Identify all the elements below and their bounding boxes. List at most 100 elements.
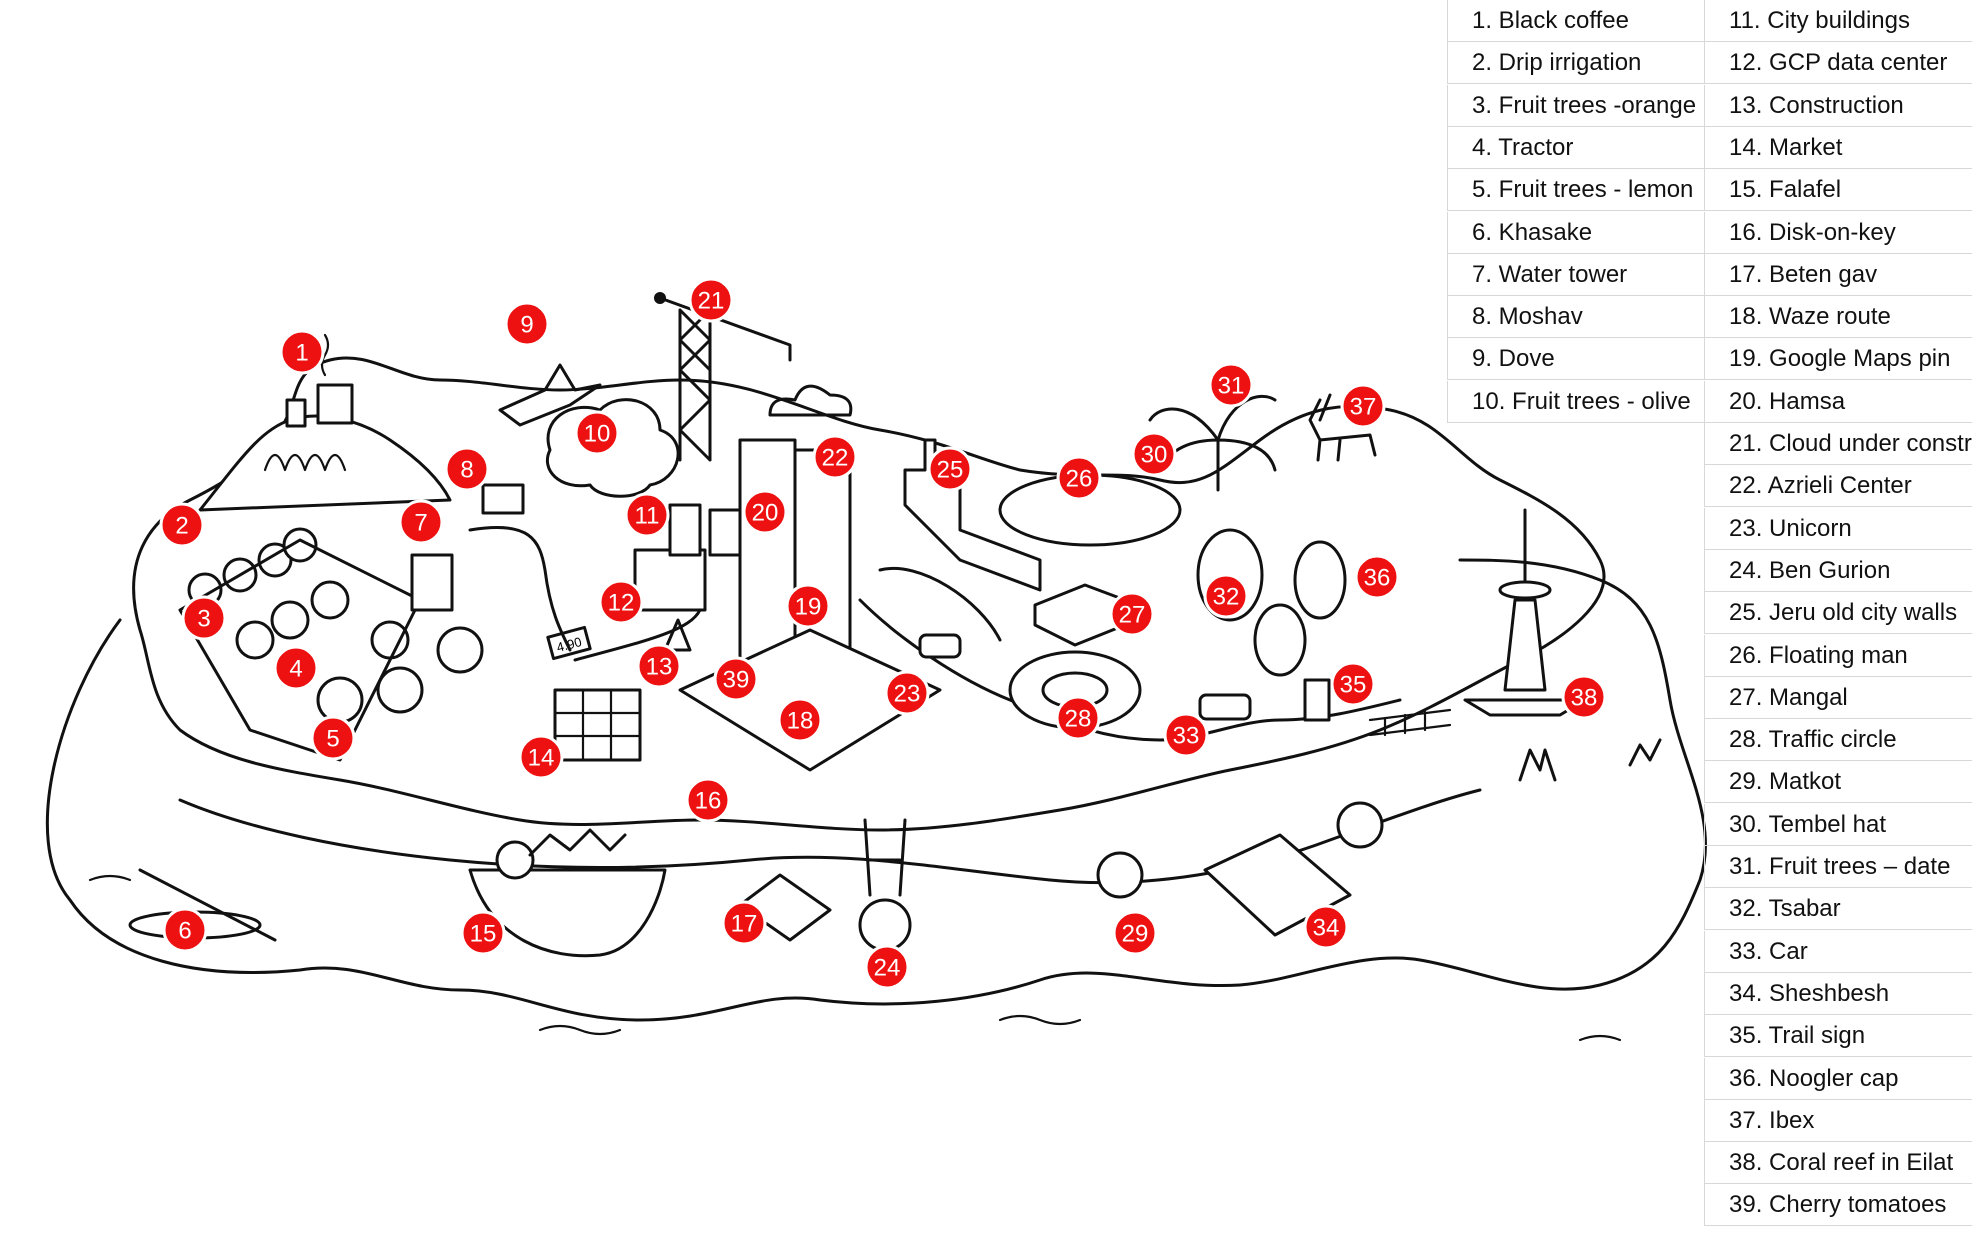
legend-item: 36. Noogler cap [1704,1057,1972,1100]
marker-dot [1056,455,1102,501]
marker-number: 25 [937,457,964,484]
marker-dot [273,645,319,691]
marker-dot [688,277,734,323]
legend-item: 9. Dove [1447,338,1704,381]
map-marker[interactable]: 22 [812,434,858,480]
marker-number: 29 [1122,921,1149,948]
legend-item: 5. Fruit trees - lemon [1447,169,1704,212]
marker-dot [1330,661,1376,707]
legend-item: 8. Moshav [1447,296,1704,339]
map-marker[interactable]: 5 [310,715,356,761]
map-marker[interactable]: 38 [1561,674,1607,720]
marker-dot [1340,383,1386,429]
steam [320,333,330,377]
marker-dot [785,583,831,629]
legend-item: 31. Fruit trees – date [1704,846,1972,888]
map-marker[interactable]: 32 [1203,573,1249,619]
beach-line [178,788,1482,885]
map-marker[interactable]: 3 [181,595,227,641]
marker-dot [1208,362,1254,408]
map-marker[interactable]: 36 [1354,554,1400,600]
marker-number: 36 [1364,565,1391,592]
map-marker[interactable]: 31 [1208,362,1254,408]
map-marker[interactable]: 21 [688,277,734,323]
moshav-house [481,483,525,515]
dove [498,363,602,427]
marker-number: 38 [1571,685,1598,712]
map-marker[interactable]: 8 [444,446,490,492]
island-outline [45,558,1708,1022]
marker-number: 7 [414,510,427,537]
map-marker[interactable]: 15 [460,910,506,956]
map-marker[interactable]: 17 [721,900,767,946]
map-marker[interactable]: 27 [1109,591,1155,637]
legend-item: 26. Floating man [1704,634,1972,677]
marker-dot [598,579,644,625]
marker-dot [162,907,208,953]
map-marker[interactable]: 9 [504,301,550,347]
map-marker[interactable]: 1 [279,329,325,375]
map-marker[interactable]: 29 [1112,910,1158,956]
map-marker[interactable]: 14 [518,734,564,780]
map-marker[interactable]: 33 [1163,712,1209,758]
marker-dot [444,446,490,492]
map-marker[interactable]: 2 [159,502,205,548]
legend-item: 18. Waze route [1704,296,1972,339]
map-marker[interactable]: 18 [777,697,823,743]
marker-number: 21 [698,288,725,315]
legend-item: 38. Coral reef in Eilat [1704,1142,1972,1185]
map-marker[interactable]: 25 [927,446,973,492]
map-marker[interactable]: 35 [1330,661,1376,707]
marker-dot [181,595,227,641]
map-marker[interactable]: 19 [785,583,831,629]
legend-item: 27. Mangal [1704,676,1972,719]
city-building [633,548,707,612]
legend-item: 39. Cherry tomatoes [1704,1184,1972,1227]
map-marker[interactable]: 12 [598,579,644,625]
legend-item: 28. Traffic circle [1704,719,1972,762]
marker-number: 35 [1340,672,1367,699]
market-crates [553,688,642,762]
marker-number: 1 [295,340,308,367]
road [878,567,1002,642]
legend-item: 23. Unicorn [1704,507,1972,550]
map-marker[interactable]: 4 [273,645,319,691]
orchard-lemon [316,620,484,724]
map-marker[interactable]: 20 [742,489,788,535]
cloud [768,384,853,417]
car [1198,693,1252,721]
legend-item: 14. Market [1704,126,1972,169]
marker-dot [777,697,823,743]
marker-dot [713,656,759,702]
price-sign-board [546,625,592,661]
map-marker[interactable]: 26 [1056,455,1102,501]
matkot-paddle [1096,851,1144,899]
marker-dot [398,499,444,545]
marker-number: 10 [584,421,611,448]
marker-number: 13 [646,654,673,681]
legend-item: 13. Construction [1704,84,1972,127]
map-marker[interactable]: 30 [1131,431,1177,477]
marker-number: 31 [1218,373,1245,400]
map-marker[interactable]: 34 [1303,904,1349,950]
marker-number: 6 [178,918,191,945]
map-marker[interactable]: 13 [636,643,682,689]
map-marker[interactable]: 6 [162,907,208,953]
coral [1518,738,1662,782]
coffee-cup-small [285,398,307,428]
beach-towel [738,873,832,942]
map-marker[interactable]: 23 [884,670,930,716]
marker-number: 2 [175,513,188,540]
map-marker[interactable]: 28 [1055,695,1101,741]
map-marker[interactable]: 39 [713,656,759,702]
map-marker[interactable]: 16 [685,777,731,823]
car [918,633,962,659]
map-marker[interactable]: 24 [864,944,910,990]
marker-number: 34 [1313,915,1340,942]
legend-item: 7. Water tower [1447,253,1704,296]
marker-number: 28 [1065,706,1092,733]
map-marker[interactable]: 10 [574,410,620,456]
map-marker[interactable]: 11 [624,492,670,538]
map-marker[interactable]: 7 [398,499,444,545]
map-marker[interactable]: 37 [1340,383,1386,429]
